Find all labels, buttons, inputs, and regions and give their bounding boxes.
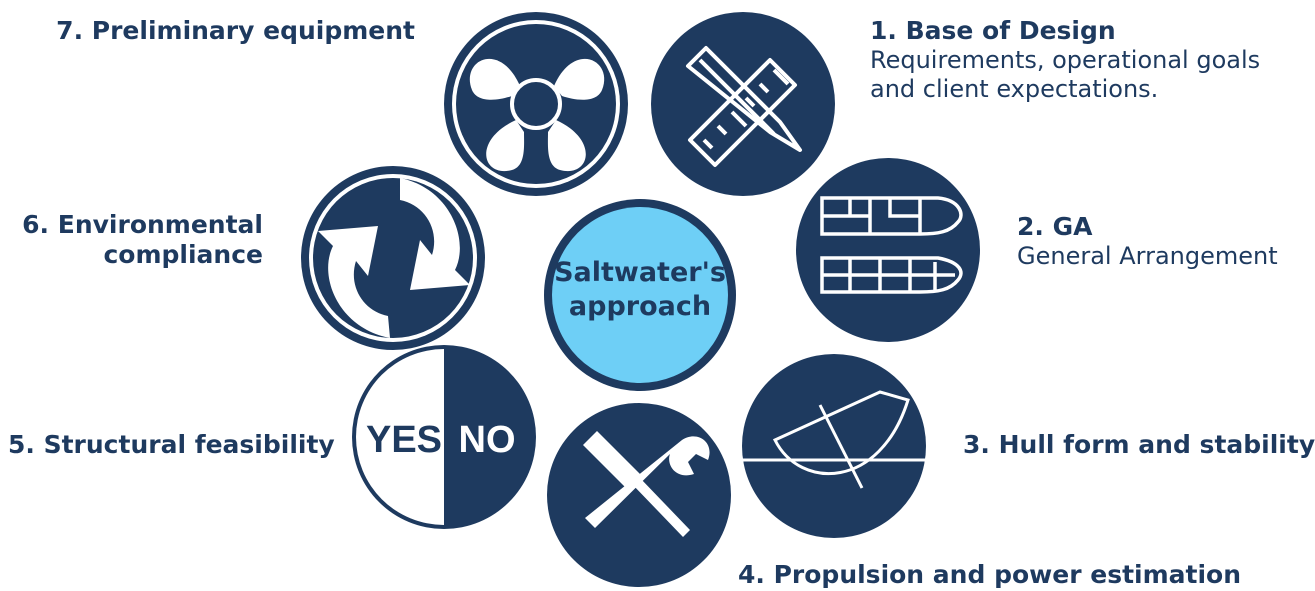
propeller-icon <box>444 12 628 196</box>
step-4-title: 4. Propulsion and power estimation <box>738 560 1242 589</box>
wrench-screwdriver-icon <box>547 403 731 587</box>
ship-plan-icon <box>796 158 980 342</box>
step-7-title: 7. Preliminary equipment <box>56 16 415 45</box>
yes-no-icon: YES NO <box>352 345 536 529</box>
step-1-desc-1: Requirements, operational goals <box>870 46 1261 74</box>
yes-text: YES <box>366 419 442 461</box>
center-line-1: Saltwater's <box>554 257 726 288</box>
step-5-label: 5. Structural feasibility <box>8 430 335 460</box>
step-2-title: 2. GA <box>1017 212 1093 241</box>
step-1-title: 1. Base of Design <box>870 16 1116 45</box>
center-line-2: approach <box>568 290 712 322</box>
recycle-icon <box>301 166 485 350</box>
step-2-desc: General Arrangement <box>1017 242 1278 270</box>
ruler-pencil-icon <box>651 12 835 196</box>
no-text: NO <box>459 419 516 461</box>
step-5-title: 5. Structural feasibility <box>8 430 335 459</box>
step-3-title: 3. Hull form and stability <box>963 430 1315 459</box>
center-label: Saltwater's approach <box>540 256 740 324</box>
step-2-label: 2. GA General Arrangement <box>1017 212 1278 271</box>
step-6-title-2: compliance <box>103 240 263 269</box>
step-6-title-1: 6. Environmental <box>22 210 263 239</box>
step-4-label: 4. Propulsion and power estimation <box>738 560 1241 590</box>
step-1-desc-2: and client expectations. <box>870 74 1159 103</box>
step-3-label: 3. Hull form and stability <box>963 430 1315 460</box>
step-6-label: 6. Environmental compliance <box>20 210 263 270</box>
stability-curve-icon <box>742 354 926 538</box>
step-1-label: 1. Base of Design Requirements, operatio… <box>870 16 1260 104</box>
step-7-label: 7. Preliminary equipment <box>40 16 415 46</box>
